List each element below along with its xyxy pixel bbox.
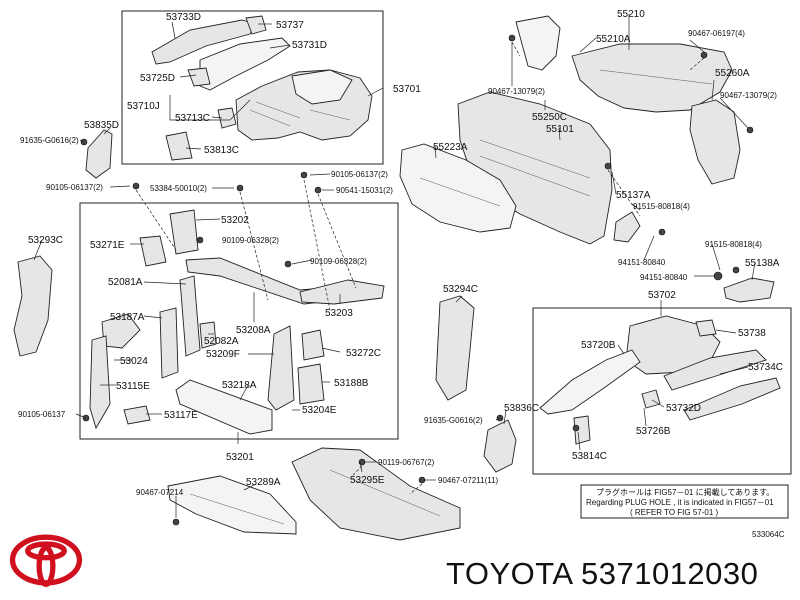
- label-53725D: 53725D: [140, 73, 175, 84]
- label-55101: 55101: [546, 124, 574, 135]
- label-53733D: 53733D: [166, 12, 201, 23]
- label-53201: 53201: [226, 452, 254, 463]
- label-53271E: 53271E: [90, 240, 125, 251]
- label-90105-06137-b: 90105-06137(2): [331, 170, 388, 179]
- label-90105-06137-a: 90105-06137(2): [46, 183, 103, 192]
- part-number-caption: TOYOTA 5371012030: [446, 556, 759, 591]
- label-52082A: 52082A: [204, 336, 239, 347]
- label-53737: 53737: [276, 20, 304, 31]
- label-53814C: 53814C: [572, 451, 607, 462]
- label-55137A: 55137A: [616, 190, 651, 201]
- label-53203: 53203: [325, 308, 353, 319]
- group-box-53701: [121, 10, 384, 165]
- label-53726B: 53726B: [636, 426, 671, 437]
- label-53702: 53702: [648, 290, 676, 301]
- label-53204E: 53204E: [302, 405, 337, 416]
- part-53295E: [291, 447, 461, 541]
- label-53289A: 53289A: [246, 477, 281, 488]
- label-55260A: 55260A: [715, 68, 750, 79]
- part-dash-panel-group: [399, 15, 775, 303]
- dashed-lines: [135, 41, 705, 495]
- part-53293C: [13, 255, 53, 357]
- label-91515-80818-a: 91515-80818(4): [633, 202, 690, 211]
- part-53836C: [483, 419, 517, 473]
- label-53701: 53701: [393, 84, 421, 95]
- leader-lines: [33, 14, 756, 518]
- diagram-code: 533064C: [752, 530, 785, 539]
- label-90467-07214: 90467-07214: [136, 488, 184, 497]
- part-53289A: [167, 475, 297, 535]
- label-55210A: 55210A: [596, 34, 631, 45]
- label-90467-06197: 90467-06197(4): [688, 29, 745, 38]
- label-90467-13079-right: 90467-13079(2): [720, 91, 777, 100]
- label-53117E: 53117E: [164, 410, 198, 421]
- note-line-3: ( REFER TO FIG 57-01 ): [630, 508, 719, 517]
- label-53188B: 53188B: [334, 378, 369, 389]
- label-53731D: 53731D: [292, 40, 327, 51]
- part-radiator-support-group: [89, 209, 385, 435]
- label-90541-15031: 90541-15031(2): [336, 186, 393, 195]
- label-53835D: 53835D: [84, 120, 119, 131]
- label-94151-80840-a: 94151-80840: [618, 258, 666, 267]
- label-55250C: 55250C: [532, 112, 567, 123]
- label-91635-g0616-right: 91635-G0616(2): [424, 416, 483, 425]
- label-90105-06137-c: 90105-06137: [18, 410, 66, 419]
- label-53720B: 53720B: [581, 340, 616, 351]
- label-53734C: 53734C: [748, 362, 783, 373]
- label-53813C: 53813C: [204, 145, 239, 156]
- label-53710J: 53710J: [127, 101, 160, 112]
- label-55210: 55210: [617, 9, 645, 20]
- label-55223A: 55223A: [433, 142, 468, 153]
- group-box-53201: [79, 202, 399, 440]
- part-53294C: [435, 295, 475, 401]
- note-line-2: Regarding PLUG HOLE , it is indicated in…: [586, 498, 774, 507]
- label-90119-06767: 90119-06767(2): [378, 458, 435, 467]
- label-90467-07211: 90467-07211(11): [438, 476, 499, 485]
- label-53115E: 53115E: [116, 381, 150, 392]
- toyota-logo: [9, 534, 83, 587]
- label-55138A: 55138A: [745, 258, 780, 269]
- label-90467-13079-left: 90467-13079(2): [488, 87, 545, 96]
- label-53272C: 53272C: [346, 348, 381, 359]
- label-53024: 53024: [120, 356, 148, 367]
- plug-hole-note-box: [580, 484, 789, 519]
- label-53293C: 53293C: [28, 235, 63, 246]
- label-53836C: 53836C: [504, 403, 539, 414]
- part-apron-lower-group: [539, 315, 781, 445]
- part-apron-upper-group: [151, 15, 373, 161]
- label-53294C: 53294C: [443, 284, 478, 295]
- label-53384-50010: 53384-50010(2): [150, 184, 207, 193]
- label-53218A: 53218A: [222, 380, 257, 391]
- group-box-53702: [532, 307, 792, 475]
- label-53295E: 53295E: [350, 475, 385, 486]
- label-53732D: 53732D: [666, 403, 701, 414]
- note-line-1: プラグホールは FIG57－01 に掲載してあります。: [596, 487, 774, 497]
- label-91635-g0616-left: 91635-G0616(2): [20, 136, 79, 145]
- label-53738: 53738: [738, 328, 766, 339]
- part-53835D: [85, 129, 113, 179]
- label-90109-06328-a: 90109-06328(2): [222, 236, 279, 245]
- label-91515-80818-b: 91515-80818(4): [705, 240, 762, 249]
- label-53209F: 53209F: [206, 349, 240, 360]
- label-53713C: 53713C: [175, 113, 210, 124]
- part-labels: 53733D 53737 53731D 53725D 53701 53710J …: [18, 9, 783, 497]
- label-53208A: 53208A: [236, 325, 271, 336]
- label-53187A: 53187A: [110, 312, 145, 323]
- label-53202: 53202: [221, 215, 249, 226]
- label-52081A: 52081A: [108, 277, 143, 288]
- label-94151-80840-b: 94151-80840: [640, 273, 688, 282]
- label-90109-06328-b: 90109-06328(2): [310, 257, 367, 266]
